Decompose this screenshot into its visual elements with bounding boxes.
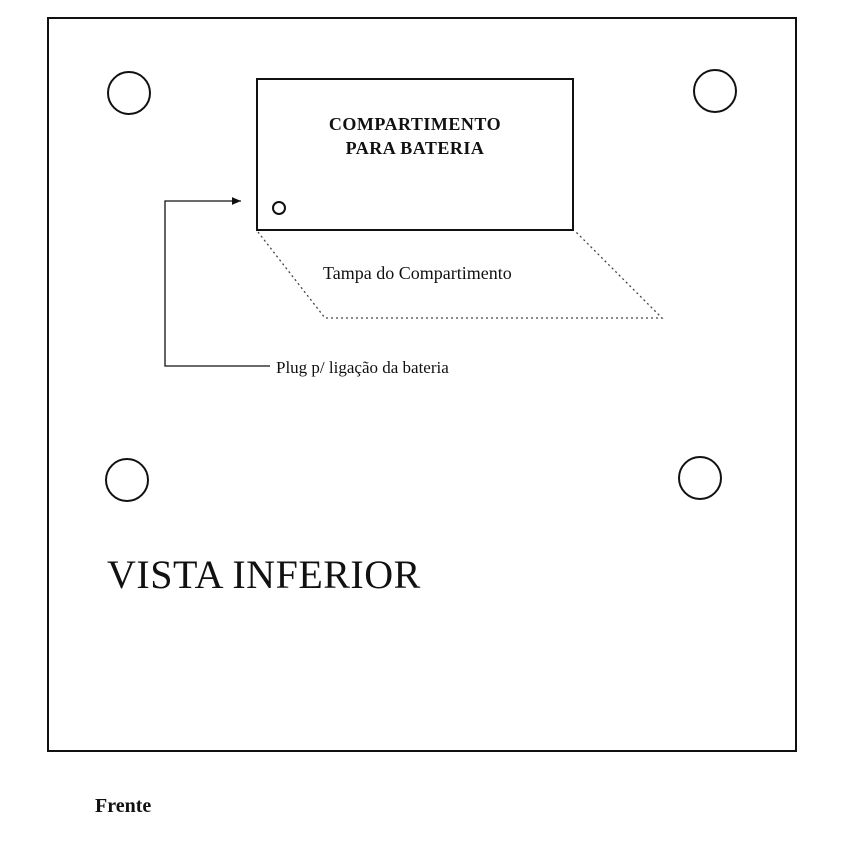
view-title: VISTA INFERIOR [107, 552, 421, 597]
battery-compartment: COMPARTIMENTO PARA BATERIA [256, 78, 574, 231]
front-label: Frente [95, 795, 152, 817]
device-base-outline [47, 17, 797, 752]
battery-title-line1: COMPARTIMENTO [328, 114, 502, 134]
battery-plug-label: Plug p/ ligação da bateria [276, 358, 449, 377]
mount-hole-bottom-right [678, 456, 722, 500]
mount-hole-top-right [693, 69, 737, 113]
battery-plug [272, 201, 286, 215]
battery-title-line2: PARA BATERIA [345, 138, 485, 158]
mount-hole-top-left [107, 71, 151, 115]
mount-hole-bottom-left [105, 458, 149, 502]
compartment-lid-label: Tampa do Compartimento [323, 263, 512, 283]
battery-compartment-title: COMPARTIMENTO PARA BATERIA [258, 112, 572, 160]
